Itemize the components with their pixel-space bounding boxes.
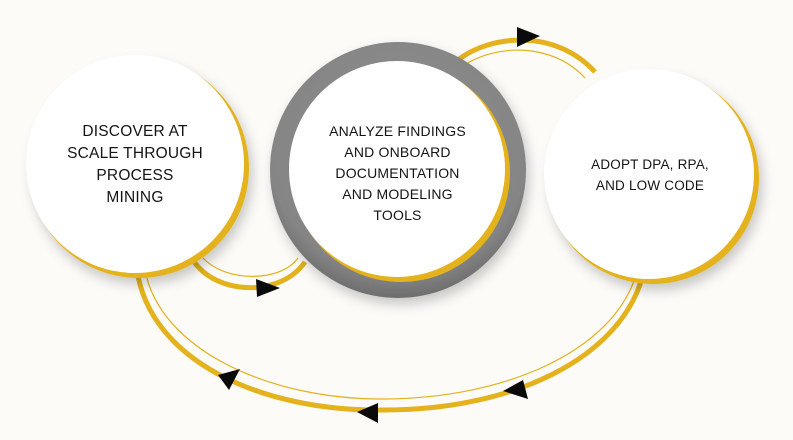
arrowhead-icon [218, 369, 240, 390]
label-line: AND MODELING [342, 185, 453, 202]
top-arc-thick [456, 37, 597, 74]
label-line: ADOPT DPA, RPA, [591, 157, 709, 172]
label-line: PROCESS [96, 167, 174, 184]
arrowhead-icon [517, 27, 540, 47]
return-arc-thin [144, 269, 637, 400]
node-label-discover: DISCOVER AT SCALE THROUGH PROCESS MINING [35, 110, 235, 220]
label-line: DISCOVER AT [82, 123, 188, 140]
label-line: AND ONBOARD [344, 143, 451, 160]
label-line: ANALYZE FINDINGS [329, 122, 466, 139]
small-arc-thin [202, 257, 299, 277]
label-line: DOCUMENTATION [335, 164, 460, 181]
connector-discover-to-analyze [190, 257, 308, 297]
node-discover [26, 55, 249, 278]
label-line: AND LOW CODE [595, 178, 705, 193]
arrowhead-icon [256, 279, 280, 297]
node-label-adopt: ADOPT DPA, RPA, AND LOW CODE [560, 150, 740, 200]
return-connector [134, 269, 646, 423]
arrowhead-icon [357, 403, 378, 423]
node-analyze [270, 42, 526, 298]
node-label-analyze: ANALYZE FINDINGS AND ONBOARD DOCUMENTATI… [305, 118, 490, 228]
label-line: SCALE THROUGH [67, 145, 203, 162]
node-adopt [544, 69, 759, 284]
return-arc-thick [134, 269, 646, 413]
top-arc-thin [462, 49, 586, 79]
connector-analyze-to-adopt [456, 27, 597, 79]
small-arc-thick [190, 258, 308, 291]
label-line: TOOLS [373, 206, 422, 223]
arrowhead-icon [503, 380, 528, 399]
label-line: MINING [106, 189, 164, 206]
